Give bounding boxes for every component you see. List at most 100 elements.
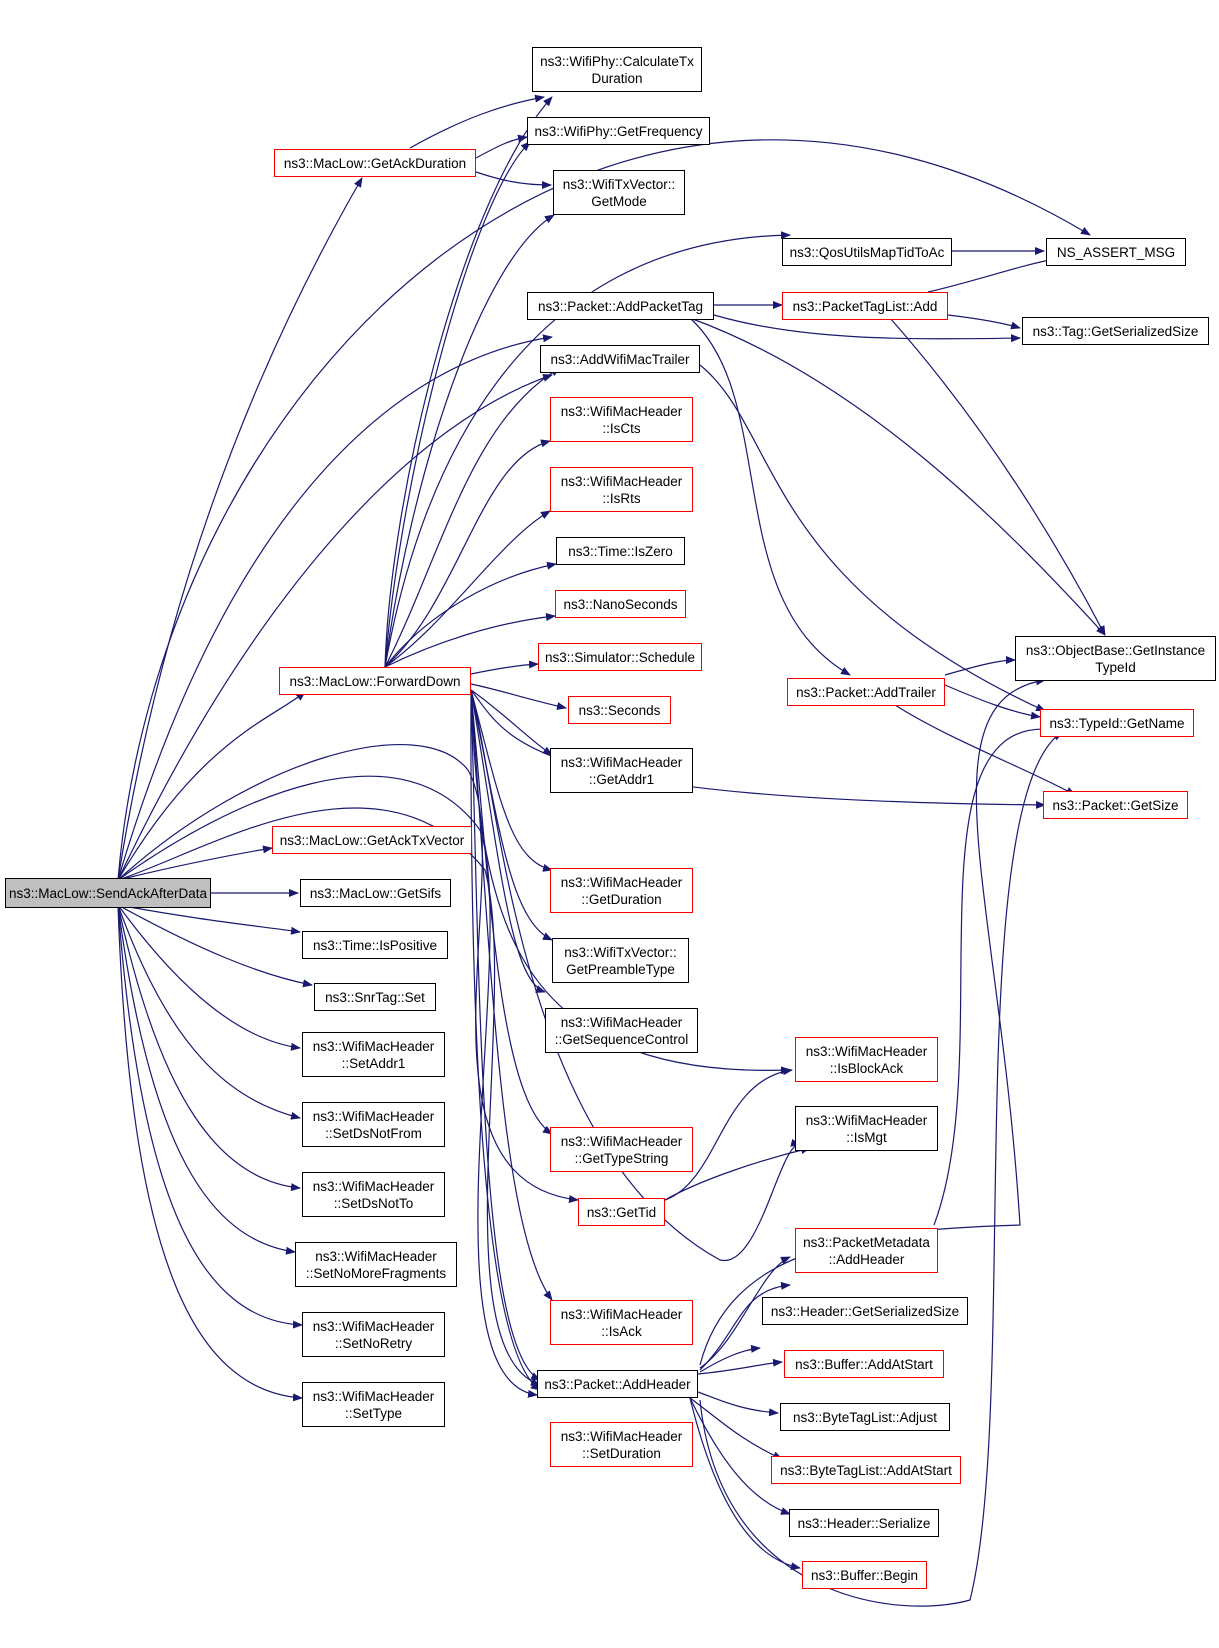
edge: [689, 317, 1106, 636]
edge: [470, 689, 541, 1381]
edge: [470, 689, 553, 941]
node-nano-seconds[interactable]: ns3::NanoSeconds: [555, 590, 686, 618]
edge: [894, 704, 1076, 796]
edge: [384, 439, 551, 668]
node-buffer-begin[interactable]: ns3::Buffer::Begin: [802, 1561, 927, 1589]
edge: [384, 141, 531, 668]
node-packet-metadata-add-header[interactable]: ns3::PacketMetadata ::AddHeader: [795, 1228, 938, 1273]
edge: [117, 691, 306, 881]
edge: [117, 904, 301, 935]
node-header-serialize[interactable]: ns3::Header::Serialize: [789, 1509, 939, 1537]
node-get-sifs[interactable]: ns3::MacLow::GetSifs: [300, 879, 451, 907]
node-add-wifi-mac-trailer[interactable]: ns3::AddWifiMacTrailer: [540, 345, 700, 373]
edge: [713, 314, 1021, 343]
edge: [384, 367, 561, 668]
node-packet-add-trailer[interactable]: ns3::Packet::AddTrailer: [787, 678, 945, 706]
edge: [117, 904, 303, 1329]
node-calculate-tx-duration[interactable]: ns3::WifiPhy::CalculateTx Duration: [532, 47, 702, 92]
node-byte-tag-list-adjust[interactable]: ns3::ByteTagList::Adjust: [780, 1403, 950, 1431]
node-is-rts[interactable]: ns3::WifiMacHeader ::IsRts: [550, 467, 693, 512]
edge: [699, 731, 1063, 1607]
edge: [699, 1281, 791, 1371]
node-packet-get-size[interactable]: ns3::Packet::GetSize: [1043, 791, 1188, 819]
edge: [697, 1391, 779, 1417]
node-time-is-zero[interactable]: ns3::Time::IsZero: [556, 537, 685, 565]
node-set-no-more-fragments[interactable]: ns3::WifiMacHeader ::SetNoMoreFragments: [295, 1242, 457, 1287]
node-time-is-positive[interactable]: ns3::Time::IsPositive: [302, 931, 448, 959]
edge: [117, 374, 553, 881]
edge: [944, 684, 1041, 720]
node-ns-assert-msg[interactable]: NS_ASSERT_MSG: [1046, 238, 1186, 266]
node-send-ack-after-data: ns3::MacLow::SendAckAfterData: [5, 878, 211, 908]
node-seconds[interactable]: ns3::Seconds: [568, 696, 671, 724]
edge: [117, 904, 313, 988]
node-is-ack[interactable]: ns3::WifiMacHeader ::IsAck: [550, 1300, 693, 1345]
edge: [475, 171, 552, 189]
edge: [470, 689, 546, 993]
edge: [470, 689, 553, 756]
node-is-block-ack[interactable]: ns3::WifiMacHeader ::IsBlockAck: [795, 1037, 938, 1082]
node-add-packet-tag[interactable]: ns3::Packet::AddPacketTag: [527, 292, 714, 320]
edge: [117, 775, 538, 1398]
node-type-id-get-name[interactable]: ns3::TypeId::GetName: [1040, 709, 1194, 737]
node-packet-tag-list-add[interactable]: ns3::PacketTagList::Add: [782, 292, 948, 320]
edge: [689, 1397, 791, 1515]
edge: [699, 677, 1046, 1366]
node-set-duration[interactable]: ns3::WifiMacHeader ::SetDuration: [550, 1422, 693, 1467]
edge: [470, 683, 567, 710]
node-set-ds-not-from[interactable]: ns3::WifiMacHeader ::SetDsNotFrom: [302, 1102, 445, 1147]
node-forward-down[interactable]: ns3::MacLow::ForwardDown: [279, 667, 471, 695]
edge: [117, 904, 301, 1051]
node-packet-add-header[interactable]: ns3::Packet::AddHeader: [537, 1370, 698, 1398]
node-simulator-schedule[interactable]: ns3::Simulator::Schedule: [538, 643, 702, 671]
edge: [664, 1067, 793, 1201]
edge: [699, 1344, 761, 1373]
edge: [699, 364, 1046, 712]
edge: [470, 689, 553, 1301]
edge: [384, 96, 553, 668]
edge: [697, 1358, 783, 1375]
edge: [117, 904, 301, 1120]
node-byte-tag-list-add-at-start[interactable]: ns3::ByteTagList::AddAtStart: [771, 1456, 961, 1484]
node-get-addr1[interactable]: ns3::WifiMacHeader ::GetAddr1: [550, 748, 693, 793]
node-is-cts[interactable]: ns3::WifiMacHeader ::IsCts: [550, 397, 693, 442]
node-get-type-string[interactable]: ns3::WifiMacHeader ::GetTypeString: [550, 1127, 693, 1172]
node-object-base-get-instance-type-id[interactable]: ns3::ObjectBase::GetInstance TypeId: [1015, 636, 1216, 681]
edge: [117, 904, 301, 1192]
edge: [409, 94, 545, 149]
edge: [947, 314, 1021, 330]
node-get-mode[interactable]: ns3::WifiTxVector:: GetMode: [553, 170, 685, 215]
edge: [664, 1146, 811, 1201]
edge: [689, 1397, 783, 1460]
node-get-tid[interactable]: ns3::GetTid: [578, 1198, 665, 1226]
node-snr-tag-set[interactable]: ns3::SnrTag::Set: [314, 983, 436, 1011]
edge: [384, 214, 555, 668]
node-get-ack-tx-vector[interactable]: ns3::MacLow::GetAckTxVector: [272, 826, 472, 854]
edge: [117, 334, 553, 881]
node-get-sequence-control[interactable]: ns3::WifiMacHeader ::GetSequenceControl: [545, 1008, 698, 1053]
node-tag-get-serialized-size[interactable]: ns3::Tag::GetSerializedSize: [1022, 317, 1209, 345]
edge: [944, 656, 1016, 676]
node-set-type[interactable]: ns3::WifiMacHeader ::SetType: [302, 1382, 445, 1427]
node-get-frequency[interactable]: ns3::WifiPhy::GetFrequency: [527, 117, 710, 145]
edge: [470, 689, 791, 1075]
edge: [117, 904, 303, 1402]
node-get-duration[interactable]: ns3::WifiMacHeader ::GetDuration: [550, 868, 693, 913]
node-header-get-serialized-size[interactable]: ns3::Header::GetSerializedSize: [762, 1297, 968, 1325]
node-set-addr1[interactable]: ns3::WifiMacHeader ::SetAddr1: [302, 1032, 445, 1077]
node-set-ds-not-to[interactable]: ns3::WifiMacHeader ::SetDsNotTo: [302, 1172, 445, 1217]
node-get-preamble-type[interactable]: ns3::WifiTxVector:: GetPreambleType: [552, 938, 689, 983]
edge: [384, 613, 556, 668]
node-set-no-retry[interactable]: ns3::WifiMacHeader ::SetNoRetry: [302, 1312, 445, 1357]
node-get-ack-duration[interactable]: ns3::MacLow::GetAckDuration: [274, 149, 476, 177]
edge: [117, 177, 363, 881]
node-buffer-add-at-start[interactable]: ns3::Buffer::AddAtStart: [784, 1350, 944, 1378]
edge: [384, 561, 557, 668]
edge: [470, 689, 553, 872]
node-qos-utils-map-tid-to-ac[interactable]: ns3::QosUtilsMapTidToAc: [782, 238, 952, 266]
node-is-mgt[interactable]: ns3::WifiMacHeader ::IsMgt: [795, 1106, 938, 1151]
edge: [470, 660, 539, 675]
edge: [699, 1256, 791, 1369]
edge: [384, 510, 551, 668]
